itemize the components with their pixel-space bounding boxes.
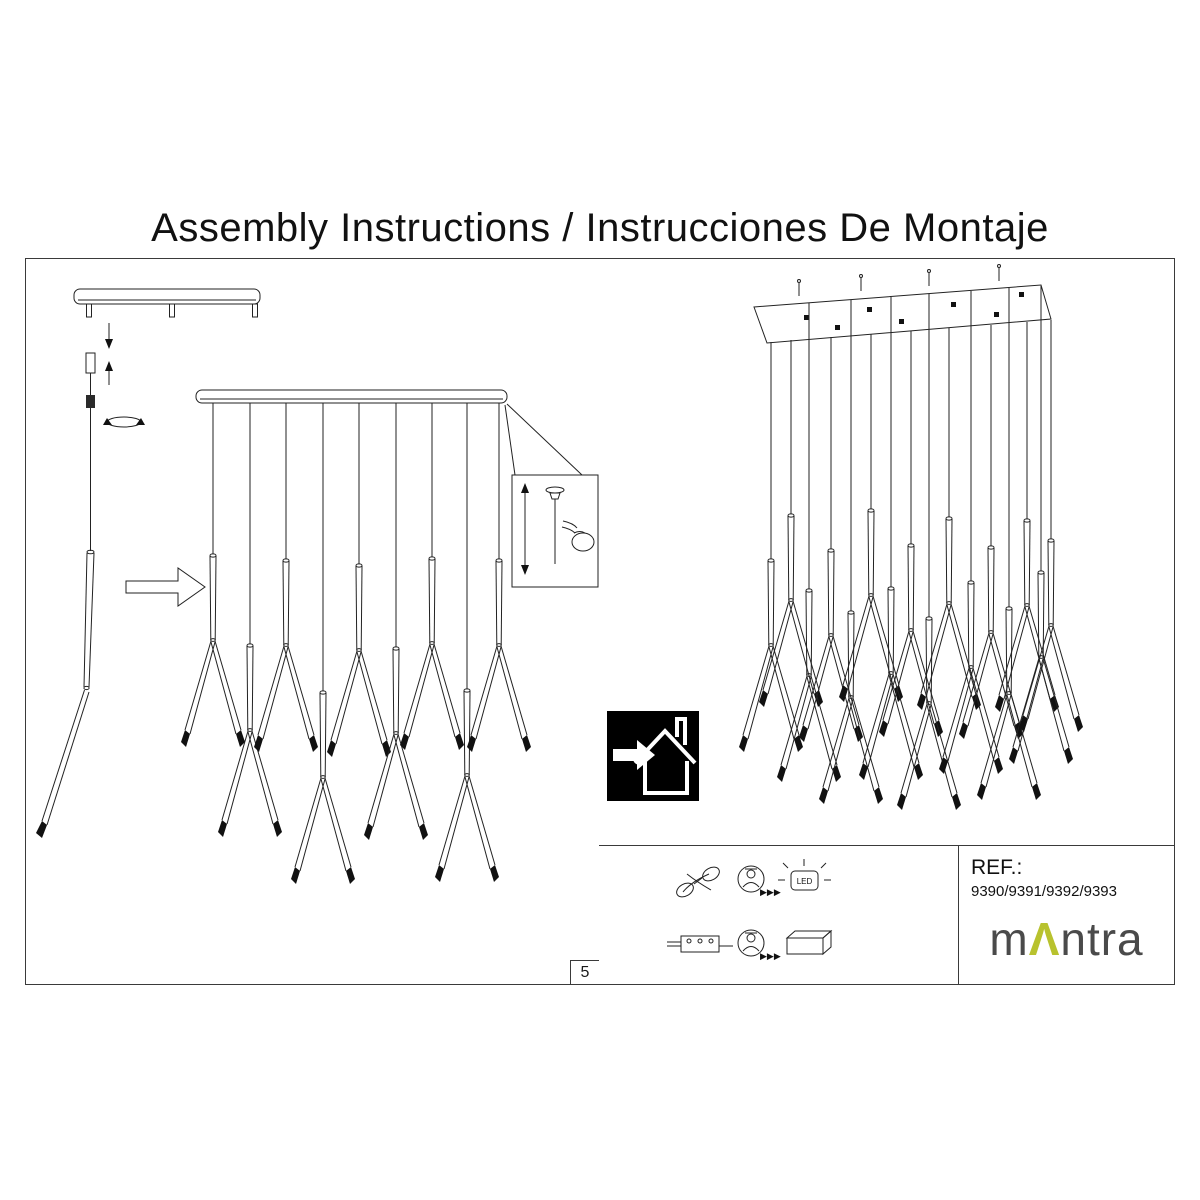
pendant-tubes [180, 553, 532, 885]
ceiling-plate-drawing [754, 265, 1051, 344]
wiring-icons-cell: ▶▶▶ LED [599, 846, 959, 985]
indoor-use-icon [607, 711, 699, 801]
transfer-arrow [126, 568, 205, 606]
logo-text-m: m [989, 913, 1029, 965]
logo-caret-icon: Λ [1028, 913, 1061, 965]
assembly-steps-drawing [36, 259, 599, 885]
page-number: 5 [570, 960, 599, 984]
pendant-tubes [738, 508, 1084, 811]
led-driver-icon [787, 931, 831, 954]
assembled-lamp-drawing [607, 259, 1084, 811]
assembled-lamp-area [599, 259, 1174, 845]
single-pendant-exploded-drawing [36, 323, 145, 838]
wiring-icons: ▶▶▶ LED [599, 846, 958, 961]
twist-wires-icon [674, 864, 722, 899]
installer-icon-2 [738, 930, 764, 956]
footer-strip: ▶▶▶ LED [599, 845, 1174, 985]
page-title: Assembly Instructions / Instrucciones De… [151, 206, 1049, 250]
hand-icon [562, 521, 594, 551]
right-panel: ▶▶▶ LED [599, 258, 1175, 985]
mantra-logo: mΛntra [971, 916, 1162, 962]
wire-connector-icon [667, 936, 733, 952]
height-adjust-detail-inset [505, 404, 598, 587]
installer-icon [738, 866, 764, 892]
hanging-wires [771, 286, 1051, 617]
play-arrows: ▶▶▶ [760, 887, 781, 897]
led-icon: LED [778, 859, 831, 890]
led-label: LED [797, 877, 813, 886]
left-panel: 5 [25, 258, 600, 985]
ref-label: REF.: [971, 856, 1023, 879]
play-arrows-2: ▶▶▶ [760, 951, 781, 961]
bar-canopy-drawing [196, 390, 507, 691]
ref-codes: 9390/9391/9392/9393 [971, 883, 1117, 900]
ref-box: REF.: 9390/9391/9392/9393 mΛntra [959, 846, 1174, 985]
ceiling-canopy-drawing [74, 289, 260, 317]
logo-text-ntra: ntra [1060, 913, 1144, 965]
